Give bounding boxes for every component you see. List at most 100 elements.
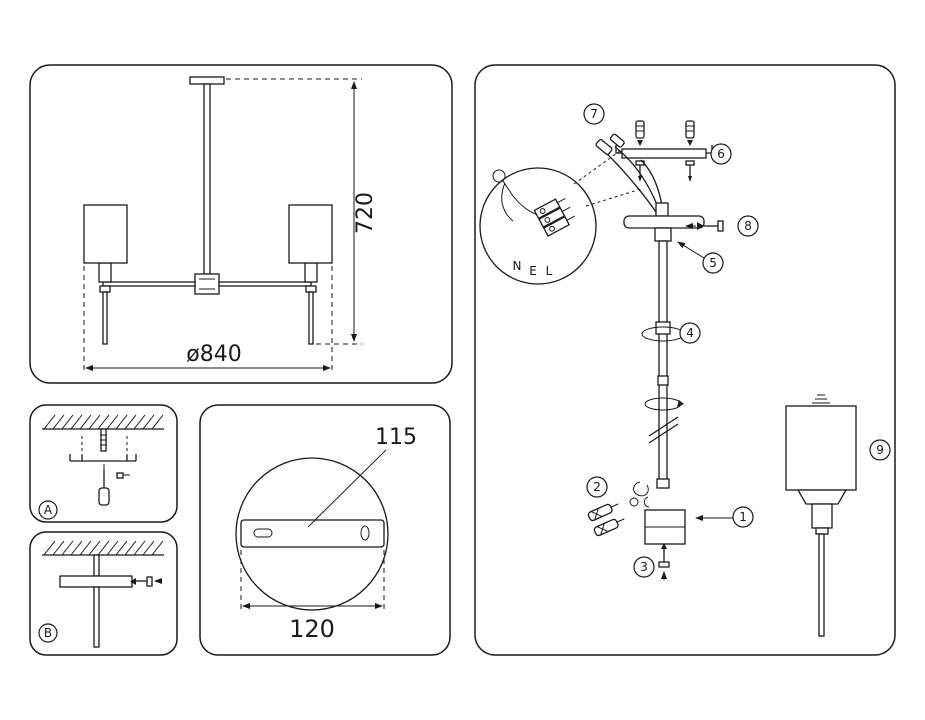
terminal-leads [557,197,576,221]
connector-body [609,133,625,148]
left-socket [98,262,112,283]
diameter-dimension: ø840 [83,266,333,372]
wiring-detail-group: N E L [479,150,642,285]
slot-hole [253,528,273,538]
label-text: 6 [717,147,725,161]
rod-end-collar [656,478,670,489]
ceiling-plate [189,76,225,85]
label-text: 8 [744,219,752,233]
connector-cross [596,523,609,535]
part-label-9: 9 [869,439,891,461]
canopy-nipple [654,227,672,242]
ceiling-hatch [43,540,164,556]
rotate-arrow-2 [677,400,684,407]
step-b-text: B [44,626,52,640]
slot-leader-line [307,449,387,528]
mounting-bar [240,519,385,548]
step-b-circle [38,623,58,643]
part-label-2: 2 [586,476,608,498]
stem-rod [203,83,211,275]
label-circle [732,506,754,528]
wire-connector-b [609,133,625,148]
label-circle [586,476,608,498]
terminal-e-text: E [529,264,537,278]
terminal-screw-1 [539,208,546,214]
label-text: 1 [739,510,747,524]
panel-border [474,64,896,656]
part-label-1: 1 [732,506,754,528]
step-a-text: A [44,503,53,517]
terminal-screw-3 [549,225,555,232]
hub-detail [199,278,215,290]
anchor-body [685,120,695,139]
canopy-stud [655,202,669,217]
screwdriver [98,464,110,506]
screwdriver-handle [98,487,110,506]
label-text: 4 [686,326,694,340]
mounting-bracket [69,454,137,462]
anchor-body [635,120,645,139]
part-label-5: 5 [702,252,724,274]
screw-tip [661,543,667,549]
label-text: 2 [593,480,601,494]
screw-head [717,220,724,232]
rod-coupler-2 [657,375,669,386]
canopy-circle [235,457,389,611]
side-screw-8 [685,220,724,232]
terminal-block [533,197,576,237]
lamp-socket [811,503,833,529]
right-cap [305,285,317,293]
screw-tip [688,176,692,182]
center-hub [194,273,220,295]
anchor-right [685,120,695,146]
hook-parts [633,481,650,508]
terminal-2 [538,207,566,229]
step-a-circle [38,500,58,520]
suspension-rod [658,240,668,482]
anchor-arrow [637,140,643,146]
rod-break-slash [648,416,679,444]
screw-tip [697,222,704,230]
shade-holder [796,489,848,505]
width-dim-text: 120 [289,615,335,643]
wire-connector-1 [587,503,619,522]
canopy-leader [677,241,705,259]
step-b-label: B [38,623,58,643]
hook-ring [629,497,639,507]
anchor-left [635,120,645,146]
terminal-n-text: N [513,259,522,273]
screw-tip [638,176,642,182]
connector-body [595,138,613,156]
detail-circle [479,167,597,285]
bracket-bar [621,148,707,159]
height-dim-text: 720 [353,192,378,234]
connector-stub [610,503,619,508]
height-dimension: 720 [226,78,378,345]
label-circle [583,103,605,125]
right-shade [288,204,333,264]
diameter-dim-text: ø840 [186,342,241,367]
label-text: 5 [709,256,717,270]
left-spike [102,291,108,345]
assembly-panel: 6 7 [474,64,896,656]
left-cap [99,285,111,293]
panel-border [29,64,453,384]
hub-group: 2 1 3 [586,476,754,580]
screw-below-right [685,160,695,182]
label-circle [710,143,732,165]
wire-connector-2 [593,518,625,537]
label-circle [702,252,724,274]
height-extension-lines [226,78,362,345]
label-circle [869,439,891,461]
label-text: 3 [640,560,648,574]
screw-head [658,561,670,568]
wire-hook [492,169,506,183]
supply-wires-group: 7 [583,103,664,213]
right-socket [304,262,318,283]
screw-head [146,576,153,587]
chandelier-drawing [83,76,333,345]
part-label-8: 8 [737,215,759,237]
left-arm [102,281,196,287]
